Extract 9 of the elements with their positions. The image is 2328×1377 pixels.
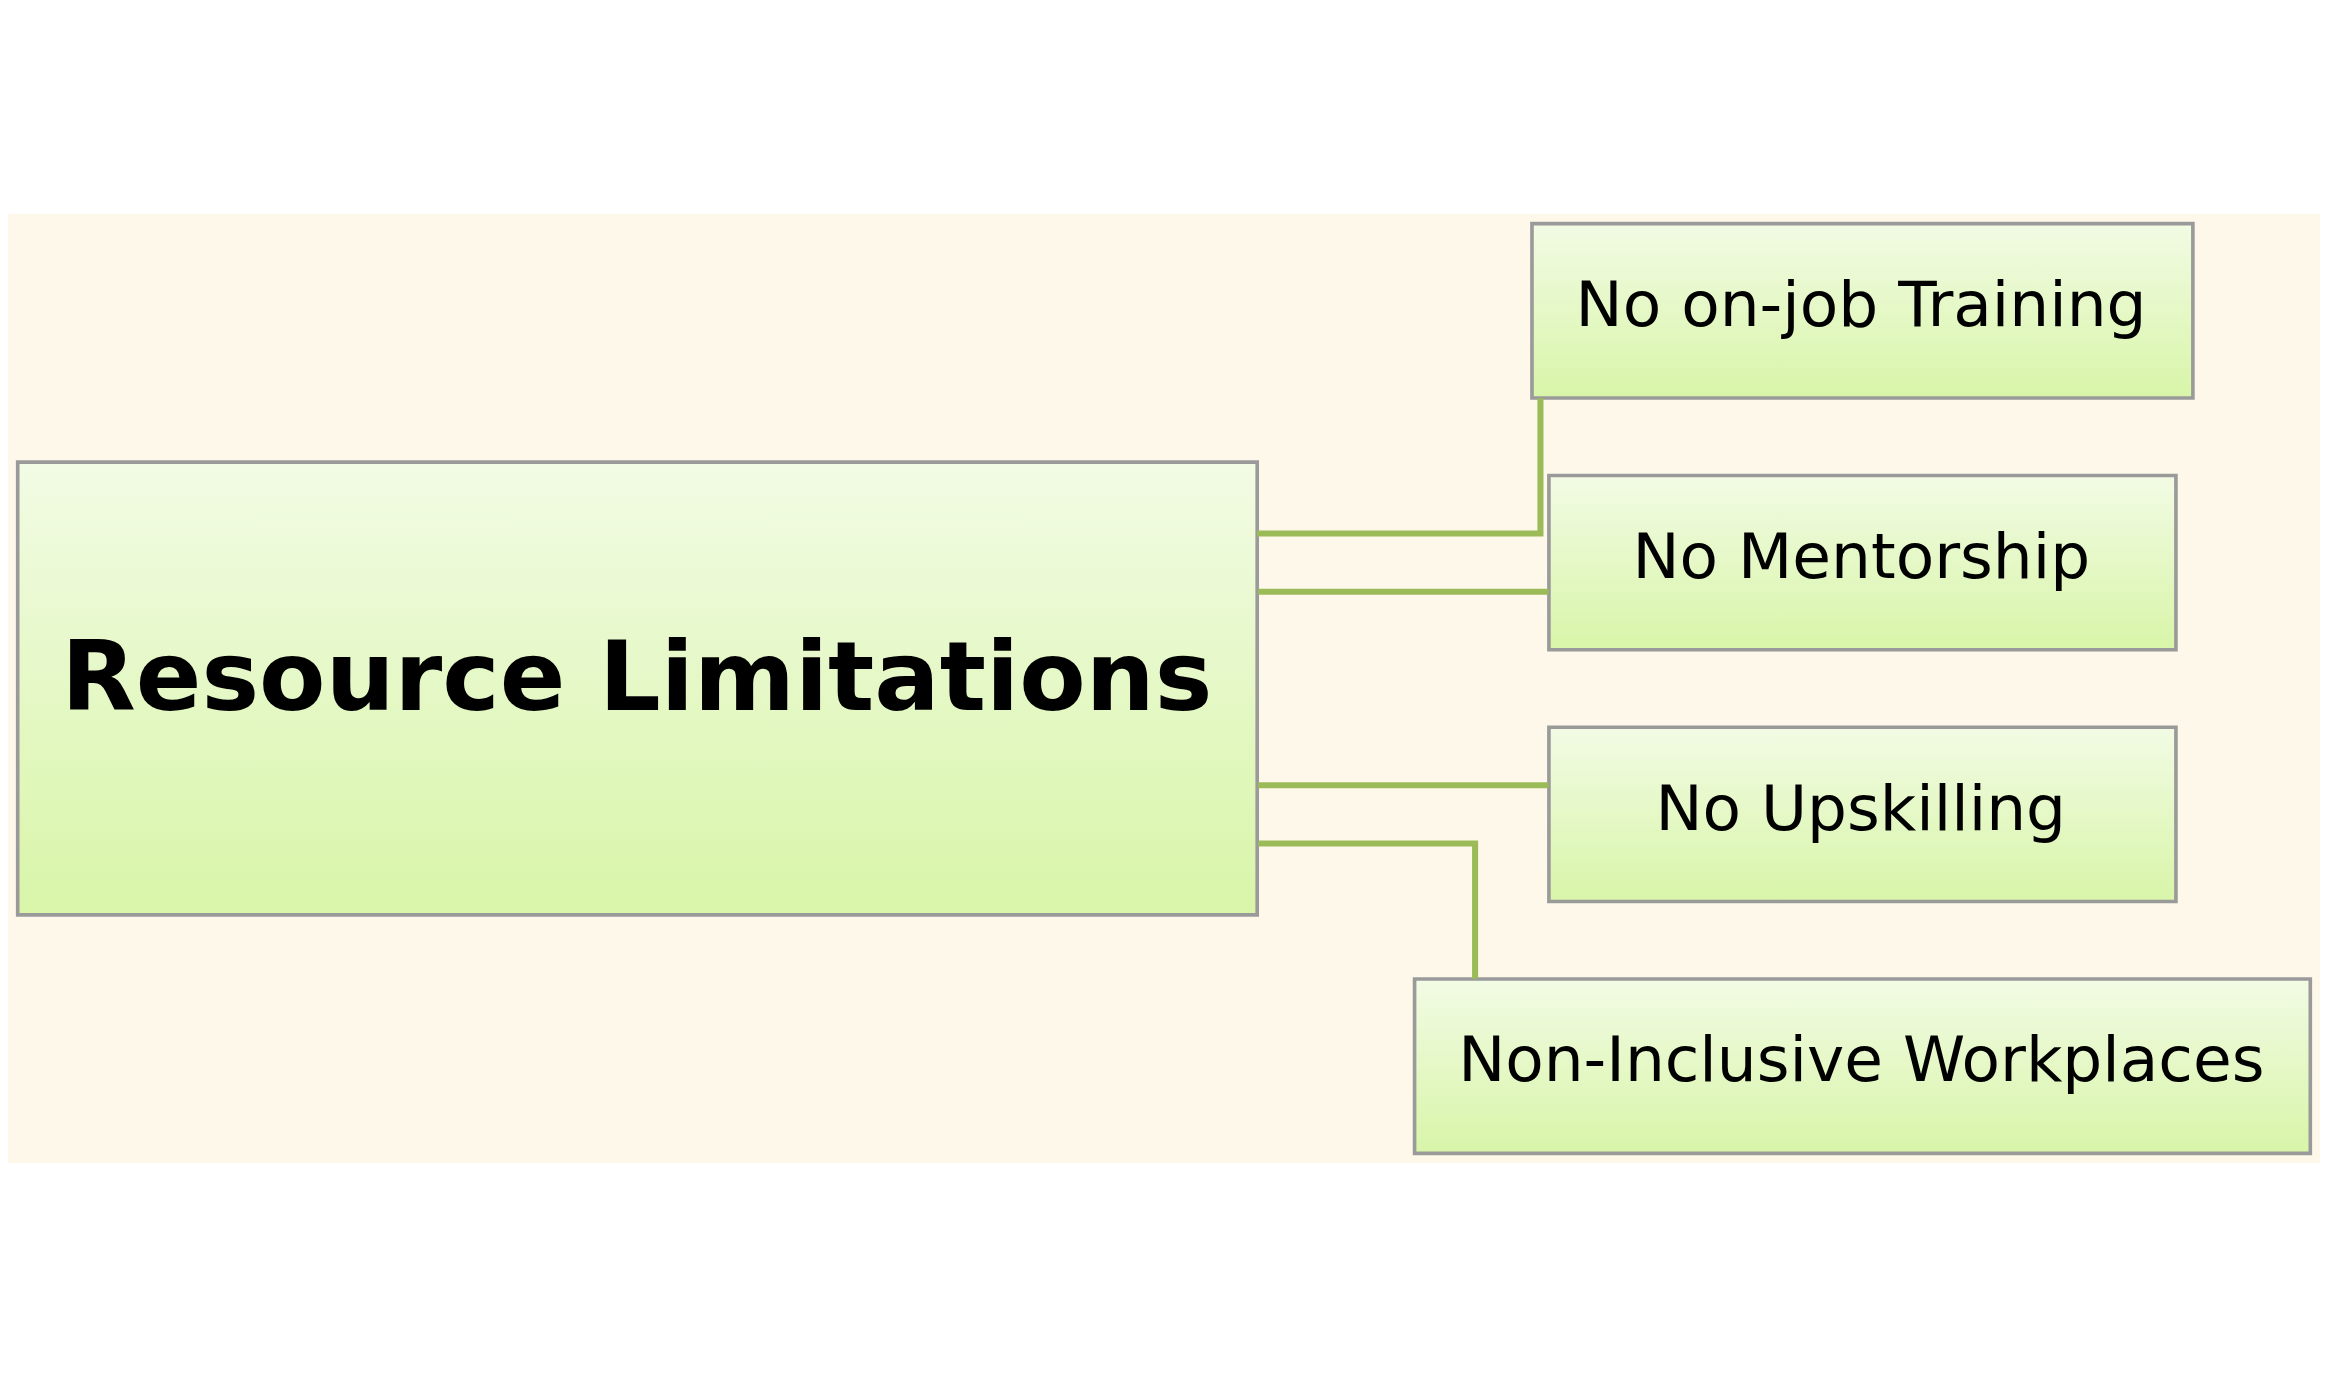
connector — [1258, 840, 1479, 979]
connector — [1257, 398, 1544, 537]
node-box: Resource Limitations — [15, 460, 1260, 917]
node-box: No Upskilling — [1547, 725, 2178, 904]
node-box: No on-job Training — [1530, 221, 2195, 400]
node-box: No Mentorship — [1547, 473, 2178, 652]
connector — [1258, 588, 1549, 595]
connector — [1258, 782, 1549, 789]
node-box: Non-Inclusive Workplaces — [1412, 977, 2313, 1156]
